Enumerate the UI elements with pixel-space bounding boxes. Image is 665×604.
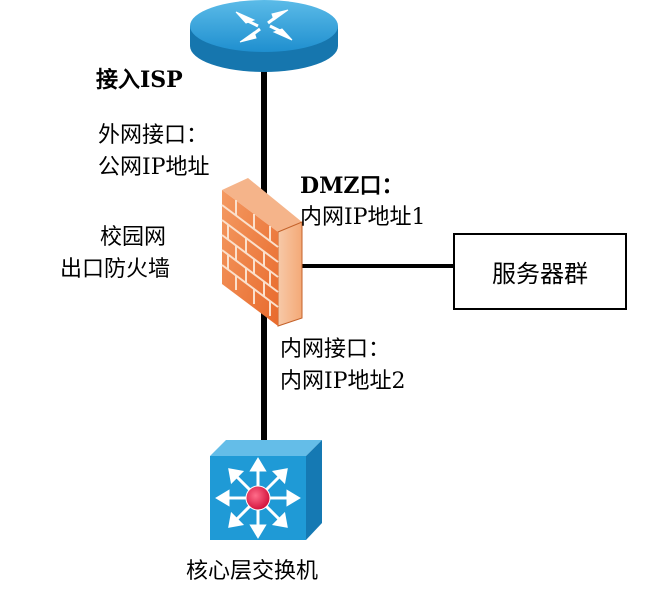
core-switch-label: 核心层交换机 (186, 559, 319, 584)
dmz-interface-label: DMZ口： 内网IP地址1 (300, 170, 426, 234)
firewall-label: 校园网 出口防火墙 (60, 222, 170, 286)
inner-interface-title: 内网接口： (280, 337, 391, 362)
firewall-label-line1: 校园网 (100, 225, 167, 250)
inner-interface-label: 内网接口： 内网IP地址2 (280, 334, 406, 398)
outer-interface-label: 外网接口： 公网IP地址 (98, 120, 210, 184)
firewall-icon (221, 178, 303, 327)
server-group-box: 服务器群 (453, 233, 627, 310)
server-group-label: 服务器群 (492, 260, 588, 288)
firewall-label-line2: 出口防火墙 (60, 257, 171, 282)
inner-interface-address: 内网IP地址2 (280, 369, 406, 394)
outer-interface-address: 公网IP地址 (98, 155, 210, 180)
router-icon (190, 0, 338, 72)
dmz-interface-title: DMZ口： (300, 173, 404, 199)
dmz-interface-address: 内网IP地址1 (300, 205, 426, 230)
layer3-switch-icon (210, 440, 322, 540)
outer-interface-title: 外网接口： (98, 123, 209, 148)
router-label: 接入ISP (96, 67, 183, 93)
